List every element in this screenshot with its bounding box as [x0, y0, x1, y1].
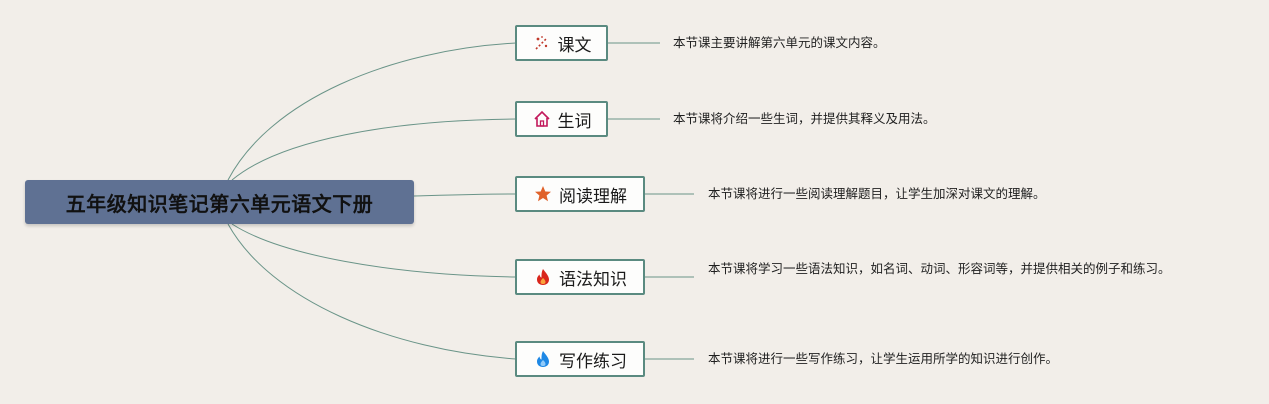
topic-yuedu-description: 本节课将进行一些阅读理解题目，让学生加深对课文的理解。 [708, 186, 1046, 201]
topic-xiezuo-label: 写作练习 [559, 351, 627, 372]
connector-root-yuedu [413, 193, 517, 197]
sparkle-wand-icon [532, 33, 552, 53]
topic-shengci[interactable]: 生词 [515, 101, 608, 137]
topic-yuedu-label: 阅读理解 [559, 186, 627, 207]
topic-shengci-description: 本节课将介绍一些生词，并提供其释义及用法。 [673, 111, 936, 126]
topic-yufa-label: 语法知识 [559, 269, 627, 290]
topic-yufa[interactable]: 语法知识 [515, 259, 645, 295]
blue-flame-icon [533, 349, 553, 369]
topic-xiezuo[interactable]: 写作练习 [515, 341, 645, 377]
home-icon [532, 109, 552, 129]
topic-shengci-label: 生词 [557, 111, 592, 132]
topic-xiezuo-description: 本节课将进行一些写作练习，让学生运用所学的知识进行创作。 [708, 351, 1059, 366]
star-icon [533, 184, 553, 204]
topic-kewen-label: 课文 [557, 35, 592, 56]
topic-yuedu[interactable]: 阅读理解 [515, 176, 645, 212]
red-flame-icon [533, 267, 553, 287]
root-topic-label: 五年级知识笔记第六单元语文下册 [65, 191, 374, 216]
topic-kewen[interactable]: 课文 [515, 25, 608, 61]
connector-root-shengci [231, 118, 517, 181]
root-topic[interactable]: 五年级知识笔记第六单元语文下册 [25, 180, 414, 224]
connector-root-kewen [227, 42, 517, 181]
topic-kewen-description: 本节课主要讲解第六单元的课文内容。 [673, 35, 886, 50]
connector-root-yufa [231, 223, 517, 278]
connector-root-xiezuo [227, 223, 517, 360]
topic-yufa-description: 本节课将学习一些语法知识，如名词、动词、形容词等，并提供相关的例子和练习。 [708, 261, 1171, 276]
